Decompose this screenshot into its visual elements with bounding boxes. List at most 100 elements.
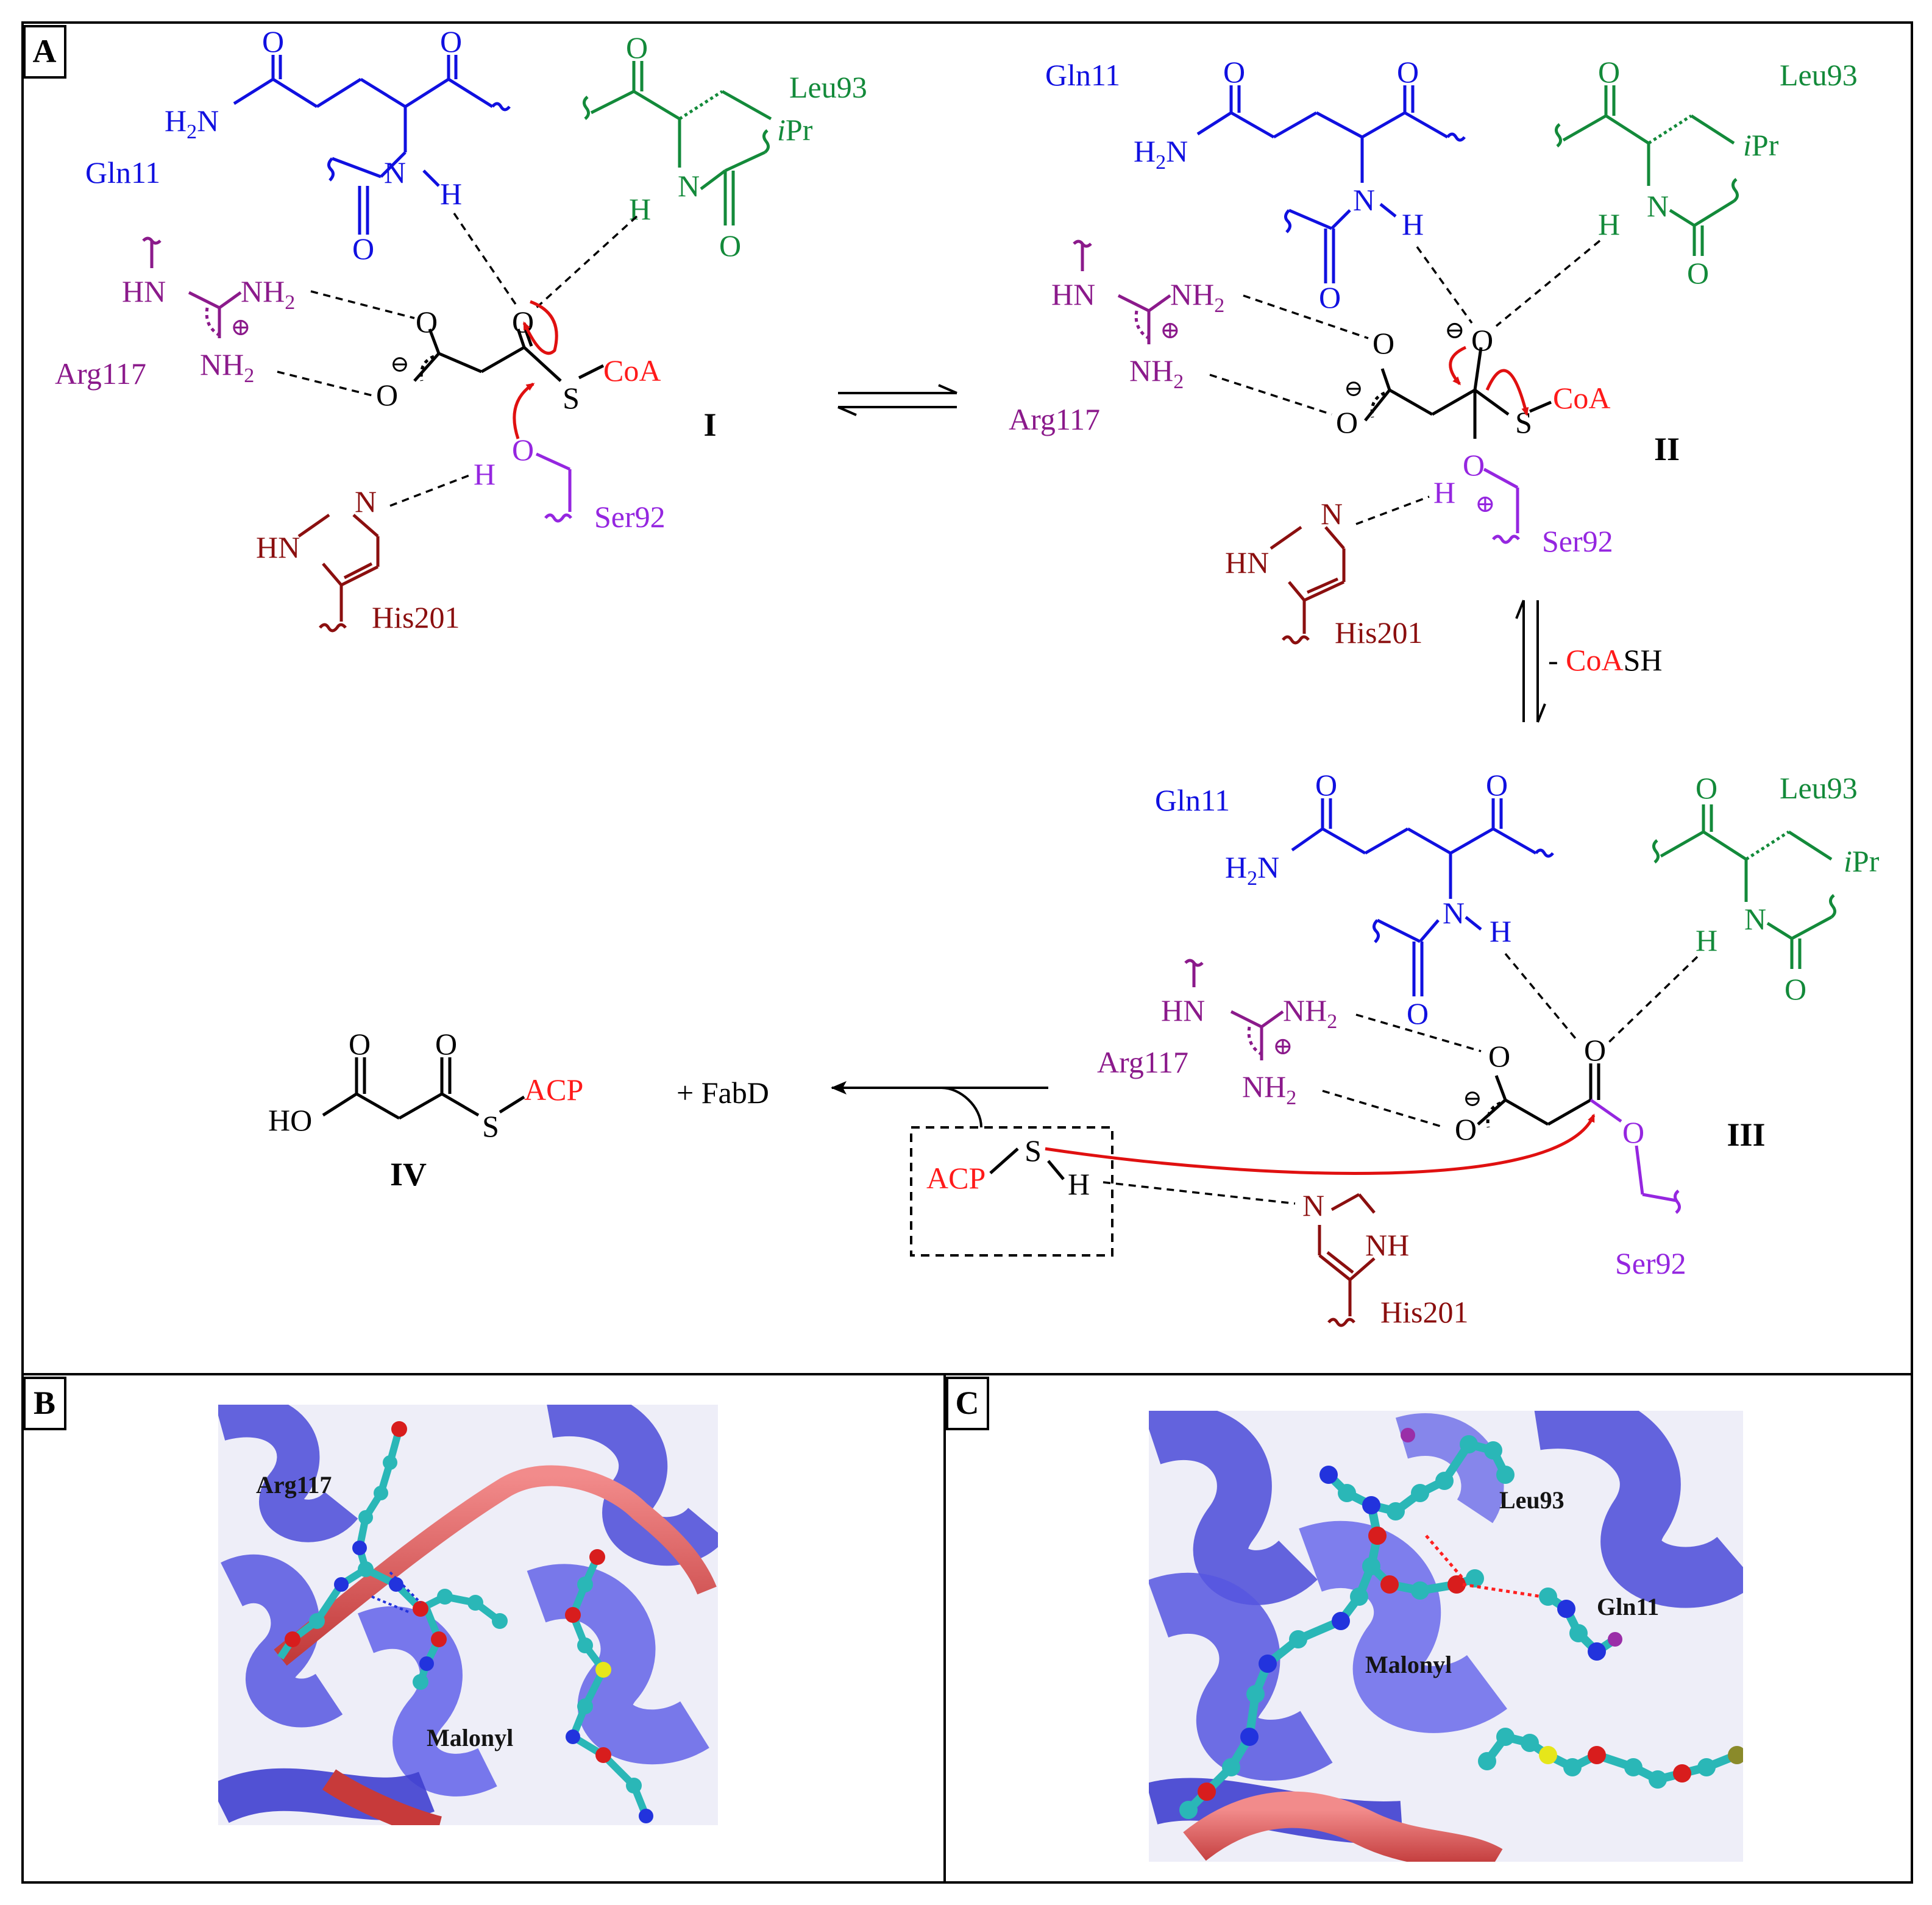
arg117-label-iii: Arg117	[1097, 1045, 1188, 1079]
coash-loss-label: - CoASH	[1548, 643, 1663, 677]
mal-o-left: O	[376, 378, 398, 412]
mal-o-top-iii: O	[1488, 1039, 1510, 1073]
arg-hn-iii: HN	[1161, 993, 1205, 1027]
arg-plus-charge-ii: ⊕	[1160, 316, 1181, 344]
b-malonyl-label: Malonyl	[427, 1724, 513, 1751]
int-minus-carboxylate: ⊖	[1344, 376, 1363, 402]
mal-o-left-iii: O	[1455, 1112, 1477, 1146]
arg117-residue-i	[142, 236, 242, 338]
mal-o-top: O	[416, 305, 438, 339]
gln-h-ii: H	[1402, 207, 1424, 241]
arrow-cs-cleave-ii	[1485, 369, 1529, 416]
structure-iv: O O HO S ACP IV	[268, 1027, 583, 1193]
leu-ipr-ii: iPr	[1743, 128, 1779, 162]
mal-s: S	[563, 381, 580, 415]
his201-residue-ii	[1270, 525, 1346, 645]
panel-c-frame	[943, 1373, 1913, 1884]
ser92-label-iii: Ser92	[1615, 1246, 1686, 1280]
leu-h-ii: H	[1598, 207, 1620, 241]
hbond-arg2-ii	[1209, 374, 1332, 416]
ser-plus-charge-ii: ⊕	[1475, 490, 1496, 517]
mal-minus-charge: ⊖	[390, 352, 410, 377]
hbond-his-acp	[1103, 1181, 1296, 1205]
his201-residue-i	[297, 513, 380, 633]
product-arrow	[831, 1081, 1048, 1128]
mal-o-carbonyl-iii: O	[1584, 1033, 1606, 1067]
c-malonyl-label: Malonyl	[1365, 1651, 1452, 1678]
panel-b-letter: B	[34, 1385, 55, 1421]
label-iii: III	[1727, 1116, 1765, 1153]
arg117-label-i: Arg117	[55, 357, 146, 391]
gln-o2-ii: O	[1397, 55, 1419, 89]
equilibrium-ii-iii	[1515, 600, 1546, 723]
his201-label-iii: His201	[1380, 1295, 1468, 1329]
acp-s: S	[1025, 1133, 1042, 1168]
equilibrium-i-ii	[837, 384, 957, 416]
label-i: I	[703, 406, 716, 443]
his201-label-ii: His201	[1335, 615, 1422, 650]
c-atoms	[1179, 1428, 1743, 1819]
acp-label-iv: ACP	[524, 1073, 583, 1107]
leu93-residue-i	[583, 61, 772, 225]
panel-a-letter: A	[33, 33, 57, 69]
leu-o1: O	[626, 30, 648, 65]
gln11-label-i: Gln11	[85, 155, 160, 190]
structure-ii: O O O H2N N H Gln11 O O N H iPr Leu93	[1009, 55, 1858, 650]
gln-n-iii: N	[1443, 896, 1465, 930]
ser-h-ii: H	[1433, 475, 1455, 509]
leu93-residue-ii	[1555, 85, 1739, 256]
ser-o-ii: O	[1463, 448, 1485, 482]
leu93-label-i: Leu93	[789, 70, 867, 104]
acp-sh-box: ACP S H	[910, 1126, 1113, 1257]
his-hn-ii: HN	[1225, 545, 1269, 580]
arg-nh2-top: NH2	[241, 274, 295, 314]
hbond-leu-i	[535, 215, 638, 309]
arg117-residue-iii	[1184, 959, 1284, 1060]
leu-o1-iii: O	[1696, 771, 1717, 805]
leu93-label-ii: Leu93	[1780, 58, 1858, 92]
panel-c-letter: C	[956, 1385, 979, 1421]
panel-b-structure: Arg117 Malonyl	[218, 1405, 718, 1825]
gln-h2n-ii: H2N	[1134, 134, 1188, 174]
hbond-gln-i	[453, 213, 519, 308]
int-s: S	[1515, 405, 1532, 439]
ser92-label-ii: Ser92	[1542, 524, 1613, 558]
panel-c-letter-box: C	[946, 1377, 989, 1430]
ser92-residue-iii	[1589, 1098, 1681, 1214]
arg-hn: HN	[122, 274, 166, 308]
gln-n: N	[384, 155, 406, 190]
iv-s: S	[482, 1109, 499, 1143]
panel-a-letter-box: A	[23, 25, 66, 79]
arg-plus-charge: ⊕	[230, 313, 251, 341]
arg-plus-charge-iii: ⊕	[1273, 1032, 1293, 1060]
his201-label-i: His201	[372, 600, 460, 634]
hbond-leu-iii	[1608, 956, 1699, 1043]
hbond-leu-ii	[1495, 239, 1601, 327]
hbond-gln-ii	[1416, 246, 1473, 324]
gln-o3-iii: O	[1407, 996, 1429, 1031]
arrow-acp-attack	[1045, 1113, 1596, 1175]
gln11-residue-i	[233, 55, 511, 235]
label-iv: IV	[390, 1156, 427, 1193]
b-arg117-label: Arg117	[256, 1471, 332, 1499]
gln-o1-iii: O	[1315, 768, 1337, 802]
structure-iii: O O O H2N N H Gln11 O O N H iPr Leu93	[1097, 768, 1880, 1329]
gln11-label-ii: Gln11	[1045, 58, 1120, 92]
ser92-residue-ii	[1483, 467, 1520, 544]
gln-h2n: H2N	[165, 104, 219, 143]
b-atoms	[285, 1421, 653, 1823]
hbond-arg1-iii	[1355, 1013, 1482, 1052]
leu-o2-iii: O	[1785, 972, 1806, 1006]
gln11-residue-ii	[1196, 85, 1466, 283]
malonyl-coa-i	[413, 328, 605, 382]
hbond-gln-iii	[1504, 953, 1580, 1043]
acp-h: H	[1068, 1167, 1090, 1201]
his-n: N	[355, 484, 377, 519]
arrow-oxyanion-ii	[1449, 346, 1467, 386]
leu-n: N	[678, 169, 700, 203]
arg-nh2-bottom: NH2	[200, 347, 254, 387]
leu93-label-iii: Leu93	[1780, 771, 1858, 805]
c-leu93-label: Leu93	[1499, 1486, 1564, 1514]
gln-o2-iii: O	[1486, 768, 1508, 802]
gln-h-iii: H	[1490, 914, 1511, 948]
